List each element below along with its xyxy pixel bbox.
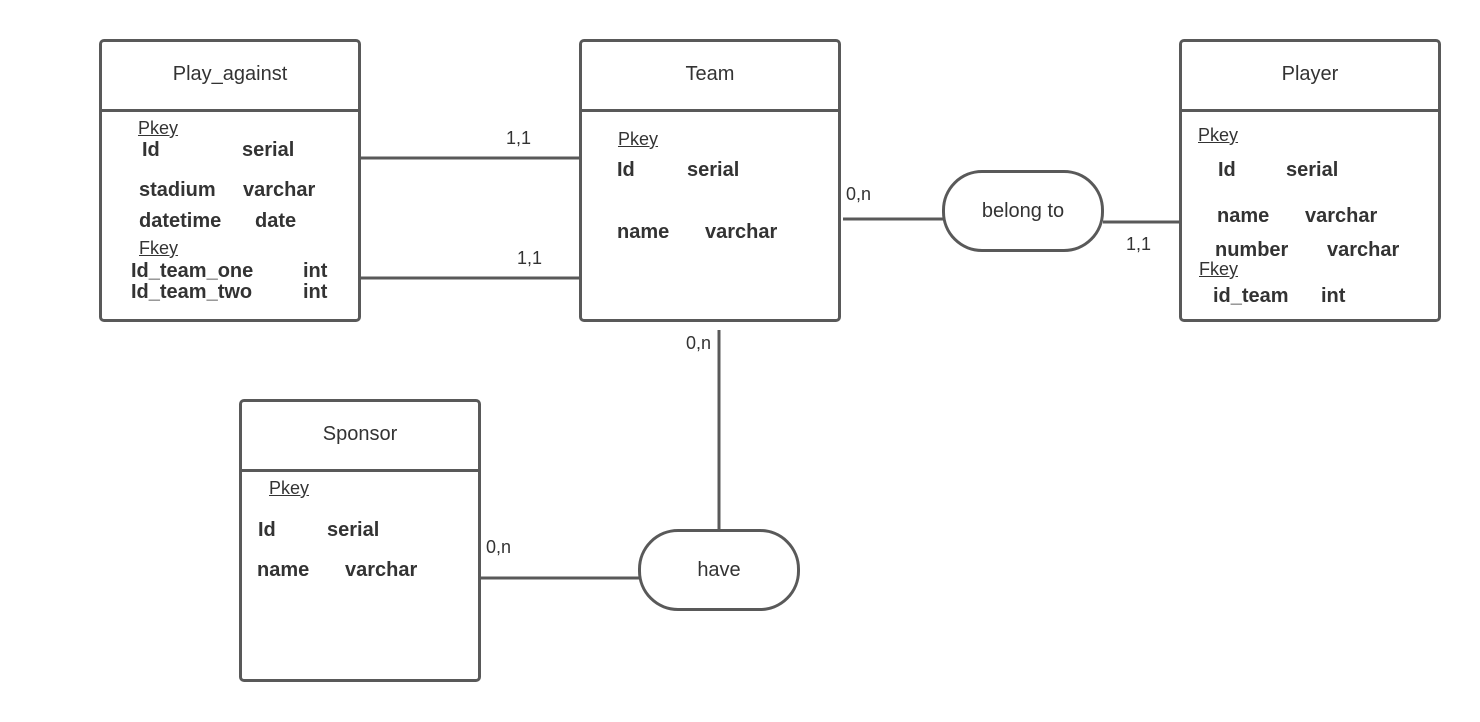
cardinality-player-belong-to: 1,1 bbox=[1126, 234, 1152, 254]
attr-name: number bbox=[1215, 239, 1289, 261]
entity-title: Team bbox=[582, 42, 838, 112]
attr-name: name bbox=[617, 221, 670, 243]
attr-type: varchar bbox=[243, 179, 316, 201]
relationship-have[interactable]: have bbox=[638, 529, 800, 611]
entity-sponsor[interactable]: Sponsor Pkey Id serial name varchar bbox=[239, 399, 481, 682]
cardinality-play-against-team-bottom: 1,1 bbox=[517, 248, 543, 268]
entity-title: Play_against bbox=[102, 42, 358, 112]
attr-name: Id bbox=[258, 519, 276, 541]
fkey-label: Fkey bbox=[139, 238, 179, 258]
attr-type: int bbox=[303, 260, 328, 282]
attr-name: id_team bbox=[1213, 285, 1289, 307]
attr-type: serial bbox=[1286, 159, 1339, 181]
pkey-label: Pkey bbox=[1198, 125, 1239, 145]
pkey-label: Pkey bbox=[269, 478, 310, 498]
attr-type: varchar bbox=[1327, 239, 1400, 261]
entity-play-against[interactable]: Play_against Pkey Id serial stadium varc… bbox=[99, 39, 361, 322]
attr-type: int bbox=[1321, 285, 1346, 307]
attr-type: varchar bbox=[705, 221, 778, 243]
attr-name: Id_team_two bbox=[131, 281, 253, 303]
attr-name: Id bbox=[142, 139, 160, 161]
attr-type: date bbox=[255, 210, 297, 232]
cardinality-team-belong-to: 0,n bbox=[846, 184, 872, 204]
attr-type: serial bbox=[327, 519, 380, 541]
entity-player[interactable]: Player Pkey Id serial name varchar numbe… bbox=[1179, 39, 1441, 322]
entity-team[interactable]: Team Pkey Id serial name varchar bbox=[579, 39, 841, 322]
cardinality-play-against-team-top: 1,1 bbox=[506, 128, 532, 148]
fkey-label: Fkey bbox=[1199, 259, 1239, 279]
cardinality-team-have: 0,n bbox=[686, 333, 712, 353]
attr-type: varchar bbox=[345, 559, 418, 581]
attr-type: serial bbox=[687, 159, 740, 181]
attr-name: Id bbox=[617, 159, 635, 181]
entity-title: Sponsor bbox=[242, 402, 478, 472]
attr-type: serial bbox=[242, 139, 295, 161]
attr-name: datetime bbox=[139, 210, 222, 232]
attr-type: int bbox=[303, 281, 328, 303]
pkey-label: Pkey bbox=[618, 129, 659, 149]
cardinality-sponsor-have: 0,n bbox=[486, 537, 512, 557]
attr-name: Id bbox=[1218, 159, 1236, 181]
attr-name: stadium bbox=[139, 179, 216, 201]
attr-name: name bbox=[1217, 205, 1270, 227]
attr-name: Id_team_one bbox=[131, 260, 254, 282]
attr-name: name bbox=[257, 559, 310, 581]
attr-type: varchar bbox=[1305, 205, 1378, 227]
entity-title: Player bbox=[1182, 42, 1438, 112]
pkey-label: Pkey bbox=[138, 118, 179, 138]
relationship-belong-to[interactable]: belong to bbox=[942, 170, 1104, 252]
